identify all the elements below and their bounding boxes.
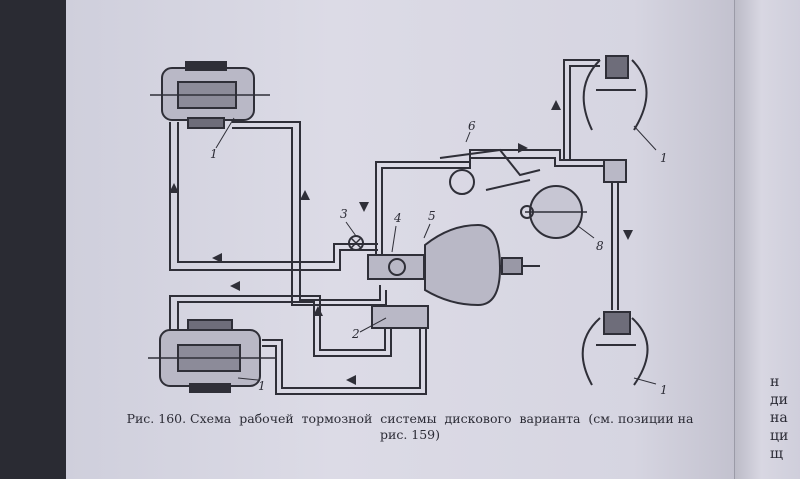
- brake-pedal-linkage: [439, 148, 541, 195]
- arrow-left-middle: [230, 281, 240, 291]
- arrow-up-right: [551, 100, 561, 110]
- arrow-right-top: [518, 143, 528, 153]
- label-4: 4: [393, 211, 402, 225]
- master-cylinder: [367, 254, 429, 329]
- caption-line-2: рис. 159): [379, 427, 441, 442]
- facing-page-text-2: ди: [770, 392, 788, 408]
- label-5: 5: [428, 209, 436, 223]
- label-8: 8: [596, 239, 604, 253]
- label-3: 3: [340, 207, 348, 221]
- arrow-up-middle: [300, 190, 310, 200]
- upper-right-drum-brake: [582, 55, 648, 131]
- facing-page-text-3: на: [770, 410, 788, 426]
- facing-page: [734, 0, 800, 479]
- label-6: 6: [468, 119, 476, 133]
- figure-caption: Рис. 160. Схема рабочей тормозной систем…: [100, 411, 720, 443]
- label-1-lower-right: 1: [660, 383, 668, 397]
- arrow-up-lower: [313, 306, 323, 316]
- facing-page-text-5: щ: [770, 446, 784, 462]
- label-1-lower-left: 1: [258, 379, 266, 393]
- facing-page-text-1: н: [770, 374, 780, 390]
- arrow-left-upper: [212, 253, 222, 263]
- arrow-up-left: [169, 183, 179, 193]
- caption-line-1: Рис. 160. Схема рабочей тормозной систем…: [126, 411, 694, 426]
- lower-left-brake-caliper: [148, 319, 276, 393]
- vacuum-booster: [424, 223, 540, 307]
- arrow-left-lower: [346, 375, 356, 385]
- flow-arrows: [169, 100, 633, 385]
- lower-right-drum-brake: [581, 311, 649, 386]
- leader-lines: [215, 117, 657, 385]
- label-1-upper-left: 1: [210, 147, 218, 161]
- facing-page-text-4: ци: [770, 428, 789, 444]
- label-1-upper-right: 1: [660, 151, 668, 165]
- arrow-down-gauge: [359, 202, 369, 212]
- tee-connector: [603, 159, 627, 183]
- upper-left-brake-caliper: [150, 61, 270, 129]
- arrow-down-right: [623, 230, 633, 240]
- label-2: 2: [351, 327, 360, 341]
- pressure-regulator: [520, 185, 587, 239]
